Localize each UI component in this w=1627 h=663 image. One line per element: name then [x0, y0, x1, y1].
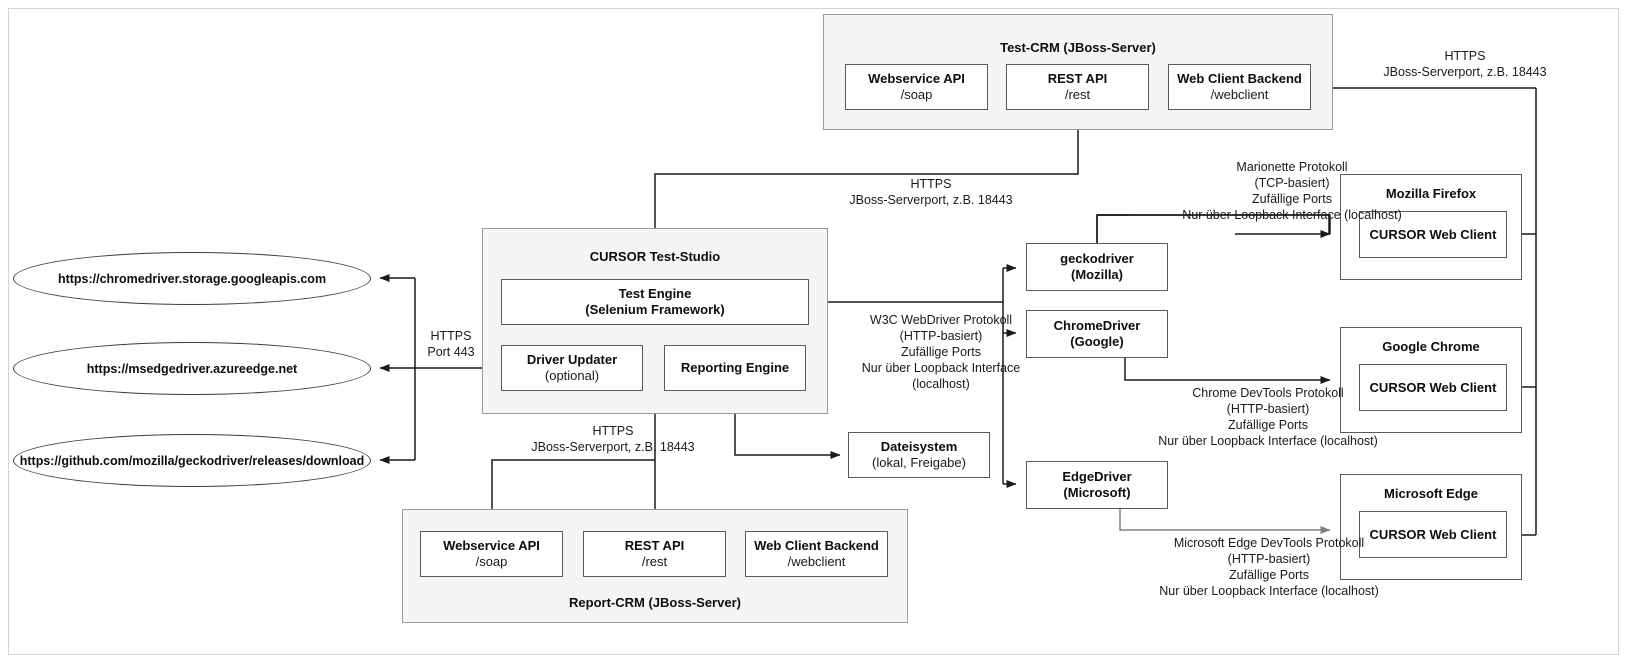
url-label: https://github.com/mozilla/geckodriver/r… — [19, 453, 365, 468]
box-subtitle: (Selenium Framework) — [585, 302, 725, 317]
report-crm-web-client-backend[interactable]: Web Client Backend /webclient — [745, 531, 888, 577]
box-title: geckodriver — [1060, 251, 1134, 267]
test-crm-webservice-api[interactable]: Webservice API /soap — [845, 64, 988, 110]
box-subtitle: (lokal, Freigabe) — [872, 455, 966, 470]
url-geckodriver-github[interactable]: https://github.com/mozilla/geckodriver/r… — [13, 434, 371, 487]
label-edge-devtools-protokoll: Microsoft Edge DevTools Protokoll (HTTP-… — [1159, 536, 1379, 598]
url-msedgedriver-azureedge[interactable]: https://msedgedriver.azureedge.net — [13, 342, 371, 395]
report-crm-webservice-api[interactable]: Webservice API /soap — [420, 531, 563, 577]
browser-title: Google Chrome — [1382, 339, 1480, 354]
box-title: Webservice API — [443, 538, 540, 554]
box-title: Web Client Backend — [754, 538, 879, 554]
label-marionette-protokoll: Marionette Protokoll (TCP-basiert) Zufäl… — [1182, 160, 1402, 222]
box-subtitle: /webclient — [787, 554, 846, 569]
url-label: https://msedgedriver.azureedge.net — [86, 361, 298, 376]
box-title: Reporting Engine — [680, 360, 790, 376]
browser-title: Mozilla Firefox — [1385, 186, 1477, 201]
box-subtitle: (Google) — [1070, 334, 1124, 349]
label-chrome-devtools-protokoll: Chrome DevTools Protokoll (HTTP-basiert)… — [1158, 386, 1378, 448]
label-https-test-crm-middle: HTTPS JBoss-Serverport, z.B. 18443 — [849, 177, 1013, 207]
box-subtitle: /soap — [900, 87, 933, 102]
box-subtitle: /rest — [641, 554, 668, 569]
driver-geckodriver[interactable]: geckodriver (Mozilla) — [1026, 243, 1168, 291]
url-label: https://chromedriver.storage.googleapis.… — [57, 271, 327, 286]
driver-edgedriver[interactable]: EdgeDriver (Microsoft) — [1026, 461, 1168, 509]
web-client-label: CURSOR Web Client — [1369, 526, 1497, 542]
label-https-test-crm-right: HTTPS JBoss-Serverport, z.B. 18443 — [1383, 49, 1547, 79]
web-client-label: CURSOR Web Client — [1369, 379, 1497, 395]
chrome-cursor-web-client[interactable]: CURSOR Web Client — [1359, 364, 1507, 411]
box-title: Driver Updater — [526, 352, 618, 368]
firefox-cursor-web-client[interactable]: CURSOR Web Client — [1359, 211, 1507, 258]
browser-google-chrome[interactable]: Google Chrome CURSOR Web Client — [1340, 327, 1522, 433]
report-crm-rest-api[interactable]: REST API /rest — [583, 531, 726, 577]
group-report-crm-title: Report-CRM (JBoss-Server) — [569, 595, 741, 610]
box-subtitle: /soap — [475, 554, 508, 569]
box-title: Webservice API — [868, 71, 965, 87]
box-title: Web Client Backend — [1177, 71, 1302, 87]
browser-mozilla-firefox[interactable]: Mozilla Firefox CURSOR Web Client — [1340, 174, 1522, 280]
group-test-crm-title: Test-CRM (JBoss-Server) — [1000, 40, 1156, 55]
box-subtitle: (Microsoft) — [1063, 485, 1131, 500]
url-chromedriver-storage[interactable]: https://chromedriver.storage.googleapis.… — [13, 252, 371, 305]
reporting-engine[interactable]: Reporting Engine — [664, 345, 806, 391]
box-title: Test Engine — [618, 286, 692, 302]
dateisystem[interactable]: Dateisystem (lokal, Freigabe) — [848, 432, 990, 478]
browser-microsoft-edge[interactable]: Microsoft Edge CURSOR Web Client — [1340, 474, 1522, 580]
group-test-studio-title: CURSOR Test-Studio — [589, 249, 721, 264]
box-subtitle: /webclient — [1210, 87, 1269, 102]
box-title: REST API — [624, 538, 685, 554]
label-https-report-crm: HTTPS JBoss-Serverport, z.B. 18443 — [531, 424, 695, 454]
test-crm-web-client-backend[interactable]: Web Client Backend /webclient — [1168, 64, 1311, 110]
box-subtitle: (Mozilla) — [1071, 267, 1123, 282]
box-title: REST API — [1047, 71, 1108, 87]
label-https-port-443: HTTPS Port 443 — [427, 329, 475, 359]
box-subtitle: (optional) — [544, 368, 600, 383]
label-w3c-webdriver-protokoll: W3C WebDriver Protokoll (HTTP-basiert) Z… — [861, 313, 1021, 391]
driver-chromedriver[interactable]: ChromeDriver (Google) — [1026, 310, 1168, 358]
test-crm-rest-api[interactable]: REST API /rest — [1006, 64, 1149, 110]
driver-updater[interactable]: Driver Updater (optional) — [501, 345, 643, 391]
web-client-label: CURSOR Web Client — [1369, 226, 1497, 242]
edge-cursor-web-client[interactable]: CURSOR Web Client — [1359, 511, 1507, 558]
box-title: EdgeDriver — [1062, 469, 1132, 485]
test-engine[interactable]: Test Engine (Selenium Framework) — [501, 279, 809, 325]
box-title: ChromeDriver — [1053, 318, 1141, 334]
browser-title: Microsoft Edge — [1384, 486, 1478, 501]
box-title: Dateisystem — [880, 439, 958, 455]
box-subtitle: /rest — [1064, 87, 1091, 102]
